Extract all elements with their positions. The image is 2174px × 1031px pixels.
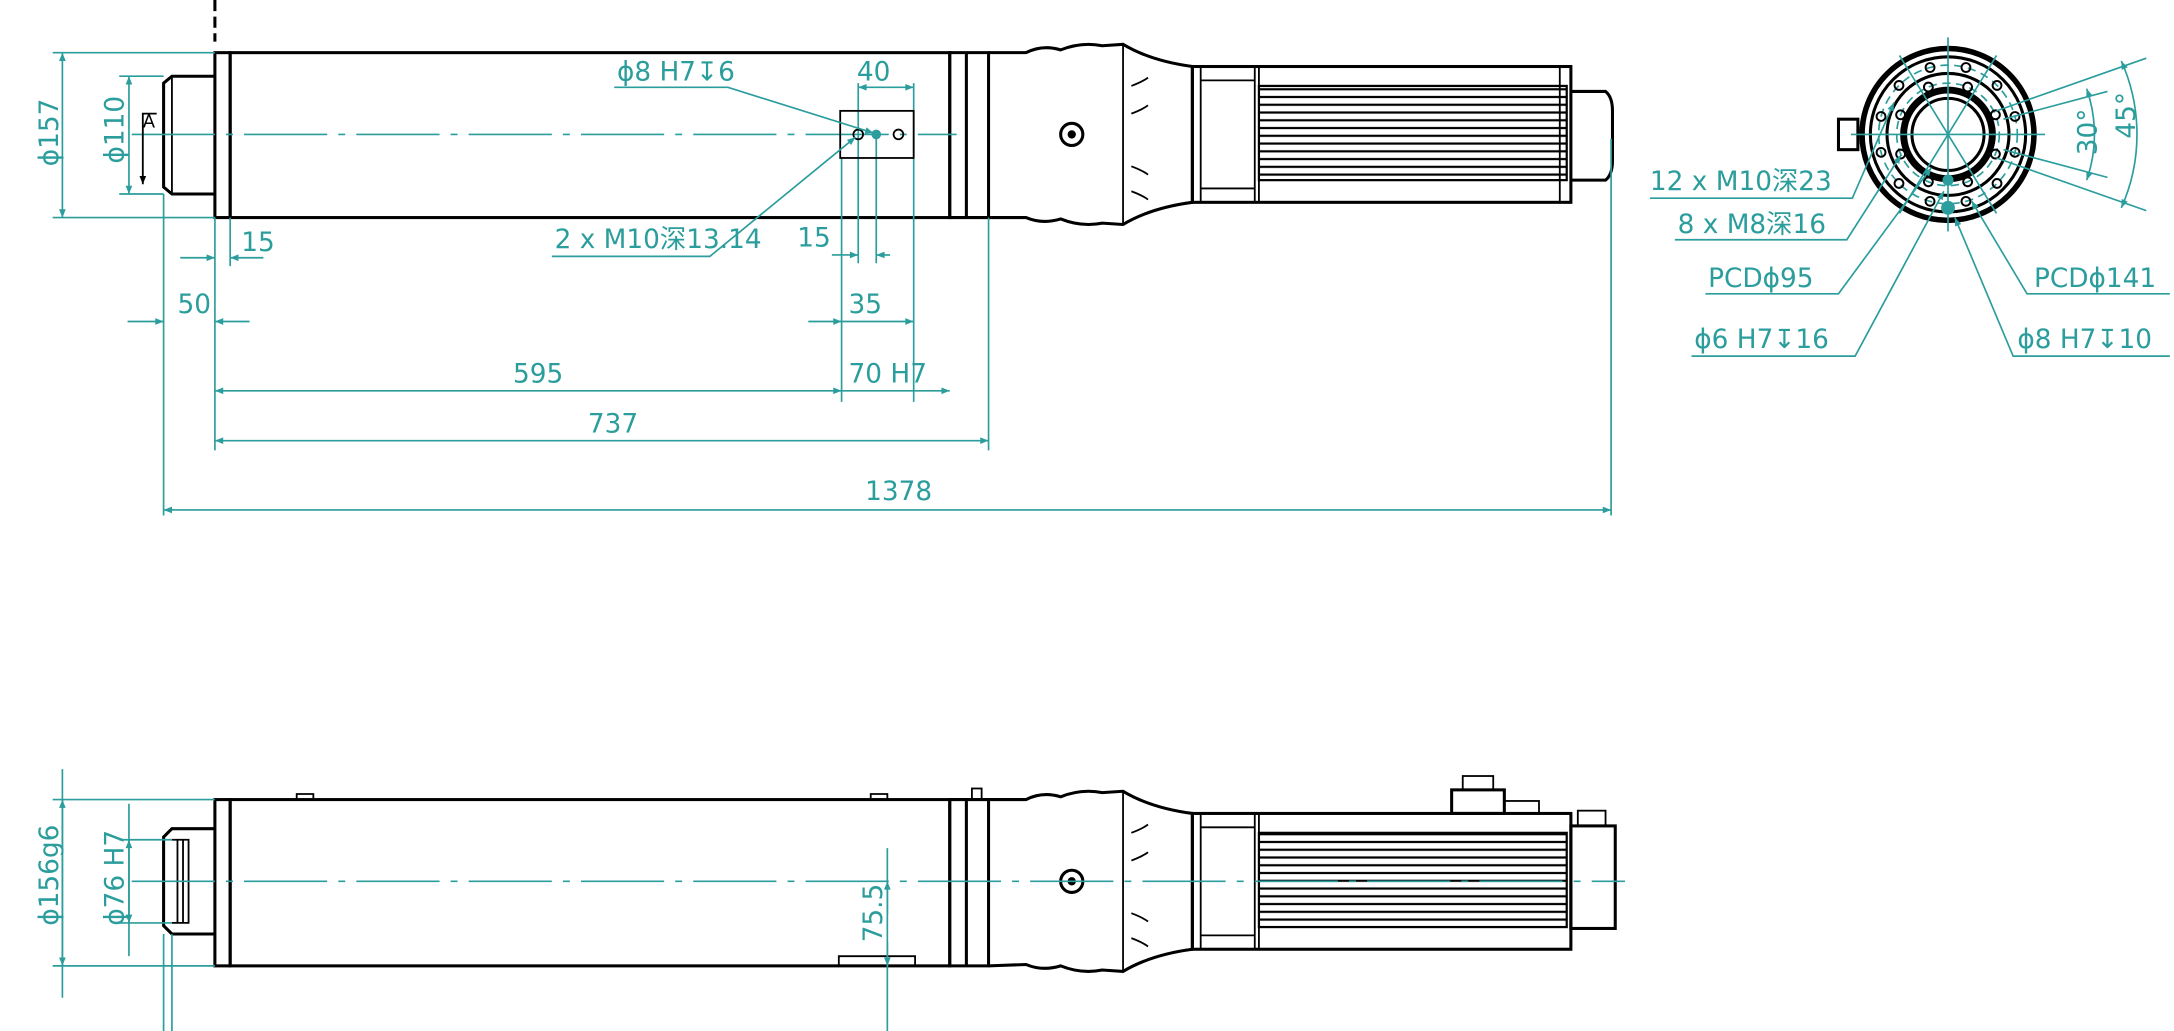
outer-holes-callout: 12 x M10深23 xyxy=(1650,167,1832,197)
bolt-hole xyxy=(1893,178,1905,189)
bolt-hole xyxy=(1962,81,1974,93)
dim-70-h7: 70 H7 xyxy=(849,359,927,389)
dim-dia-157: ϕ157 xyxy=(35,99,65,167)
bolt-hole xyxy=(1893,80,1905,91)
dim-dia-110: ϕ110 xyxy=(100,96,130,164)
bolt-hole xyxy=(1875,146,1887,158)
angle-30: 30° xyxy=(2073,109,2103,156)
bolt-hole xyxy=(1875,111,1887,122)
inner-holes-callout: 8 x M8深16 xyxy=(1678,210,1826,240)
encoder-connector xyxy=(1569,824,1617,930)
dim-595: 595 xyxy=(513,359,563,389)
bolt-hole xyxy=(1991,178,2003,189)
bolt-hole xyxy=(1960,195,1972,207)
dim-15-holes: 15 xyxy=(797,224,831,254)
encoder-cap xyxy=(1570,89,1615,182)
pcd-141-callout: PCDϕ141 xyxy=(2034,264,2156,294)
mounting-pad xyxy=(839,109,915,159)
side-view: ϕ156g6 ϕ76 H7 75.5 xyxy=(35,769,1625,1031)
tapped-holes-callout: 2 x M10深13.14 xyxy=(555,225,762,255)
pcd-95-callout: PCDϕ95 xyxy=(1708,264,1813,294)
dim-40: 40 xyxy=(857,57,891,87)
bolt-hole xyxy=(1895,109,1907,121)
motor-side xyxy=(1190,775,1617,951)
motor xyxy=(1190,64,1615,204)
end-view: 30° 45° 12 x M10深23 8 x M8深16 PCDϕ95 PCD… xyxy=(1649,37,2170,357)
dim-35: 35 xyxy=(849,290,883,320)
bolt-hole xyxy=(1924,195,1936,207)
pin-6-callout: ϕ6 H7↧16 xyxy=(1694,325,1829,355)
section-mark-label: A xyxy=(143,111,156,132)
dim-50: 50 xyxy=(177,290,211,320)
bolt-hole xyxy=(1962,176,1974,188)
bolt-hole xyxy=(1922,81,1934,93)
bolt-hole xyxy=(1991,80,2003,91)
gear-housing xyxy=(988,42,1194,227)
dim-dia-156: ϕ156g6 xyxy=(35,825,65,926)
pin-8-callout: ϕ8 H7↧10 xyxy=(2017,325,2152,355)
pin-hole-callout: ϕ8 H7↧6 xyxy=(617,57,735,87)
grease-nipple xyxy=(1059,121,1085,148)
power-connector xyxy=(1450,788,1506,815)
dim-737: 737 xyxy=(588,409,638,439)
dim-dia-76: ϕ76 H7 xyxy=(100,830,130,926)
bolt-hole xyxy=(1922,176,1934,188)
bolt-hole xyxy=(1924,62,1936,73)
dim-1378: 1378 xyxy=(865,477,932,507)
bolt-hole xyxy=(1960,62,1972,73)
top-view: A ϕ157 ϕ110 15 50 595 70 H7 737 1378 40 … xyxy=(35,0,1615,516)
bolt-hole xyxy=(1989,109,2001,121)
main-tube-side xyxy=(228,798,952,968)
dim-15-flange: 15 xyxy=(241,228,275,258)
bolt-hole xyxy=(1989,148,2001,160)
dim-75-5: 75.5 xyxy=(859,884,889,943)
angle-45: 45° xyxy=(2112,92,2142,139)
